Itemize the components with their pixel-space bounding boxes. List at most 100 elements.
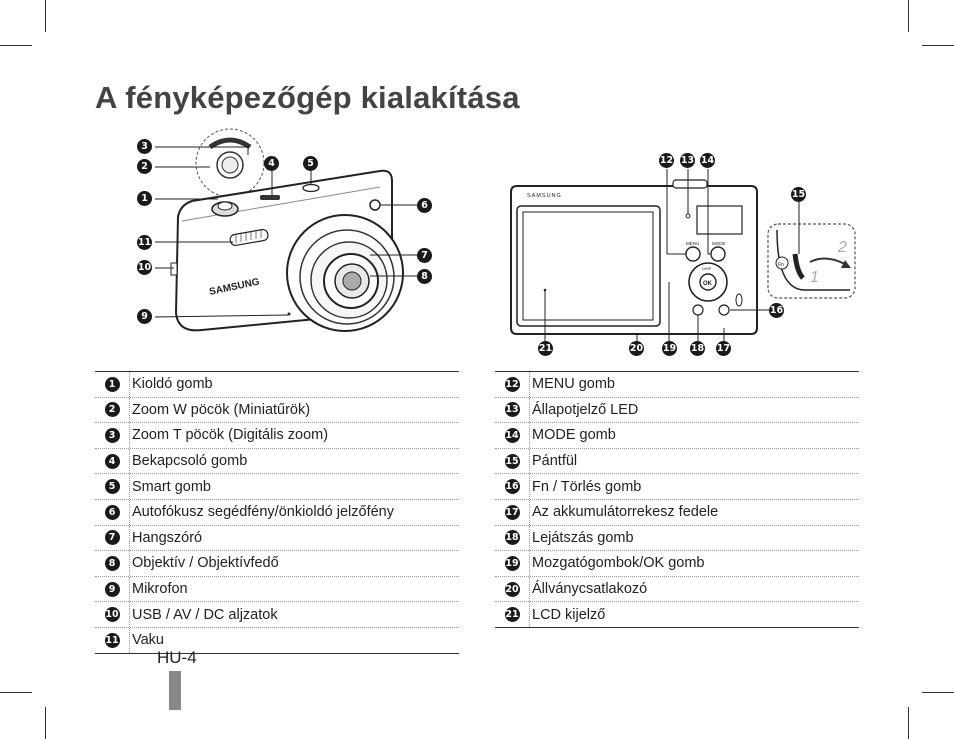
legend-label: Autofókusz segédfény/önkioldó jelzőfény <box>132 504 394 521</box>
callout-18: 18 <box>690 341 705 356</box>
status-led <box>685 213 691 219</box>
callout-20: 20 <box>629 341 644 356</box>
crop-mark <box>45 0 46 32</box>
crop-mark <box>0 692 32 693</box>
svg-text:1: 1 <box>810 269 819 286</box>
legend-label: Zoom T pöcök (Digitális zoom) <box>132 427 329 444</box>
callout-11: 11 <box>137 235 152 250</box>
legend-label: Objektív / Objektívfedő <box>132 555 279 572</box>
legend-row: 6 Autofókusz segédfény/önkioldó jelzőfény <box>95 499 459 526</box>
legend-number: 3 <box>104 427 120 443</box>
crop-mark <box>908 707 909 739</box>
legend-label: MODE gomb <box>532 427 616 444</box>
callout-21: 21 <box>538 341 553 356</box>
playback-button <box>692 304 704 316</box>
page-number: HU-4 <box>157 648 197 667</box>
usb-port <box>170 262 178 276</box>
legend-number: 19 <box>504 555 520 571</box>
callout-17: 17 <box>716 341 731 356</box>
camera-back-illustration: SAMSUNG MENU MODE OK DISP Fn 2 1 <box>510 169 856 342</box>
legend-number: 7 <box>104 530 120 546</box>
svg-text:MODE: MODE <box>712 241 726 246</box>
legend-number: 20 <box>504 581 520 597</box>
crop-mark <box>922 45 954 46</box>
svg-text:2: 2 <box>837 239 847 256</box>
legend-number: 2 <box>104 402 120 418</box>
legend-row: 8 Objektív / Objektívfedő <box>95 551 459 577</box>
legend-label: Fn / Törlés gomb <box>532 478 642 495</box>
legend-number: 9 <box>104 581 120 597</box>
legend-row: 3 Zoom T pöcök (Digitális zoom) <box>95 423 459 449</box>
flash <box>229 228 269 247</box>
legend-number: 5 <box>104 479 120 495</box>
camera-front-illustration: SAMSUNG <box>154 128 417 332</box>
legend-label: USB / AV / DC aljzatok <box>132 606 278 623</box>
callout-10: 10 <box>137 260 152 275</box>
callout-14: 14 <box>700 153 715 168</box>
legend-label: Mikrofon <box>132 581 188 598</box>
microphone <box>287 312 291 316</box>
legend-row: 13 Állapotjelző LED <box>495 397 859 424</box>
legend-row: 19 Mozgatógombok/OK gomb <box>495 551 859 577</box>
ok-button <box>699 273 717 291</box>
menu-button <box>685 246 701 262</box>
crop-mark <box>922 692 954 693</box>
legend-number: 1 <box>104 376 120 392</box>
legend-row: 1 Kioldó gomb <box>95 372 459 398</box>
legend-label: Vaku <box>132 632 164 649</box>
legend-label: Mozgatógombok/OK gomb <box>532 555 705 572</box>
svg-text:DISP: DISP <box>702 266 712 271</box>
legend-label: Kioldó gomb <box>132 376 213 393</box>
legend-number: 6 <box>104 504 120 520</box>
callout-15: 15 <box>791 187 806 202</box>
page-title: A fényképezőgép kialakítása <box>95 80 520 115</box>
legend-label: LCD kijelző <box>532 606 606 623</box>
crop-mark <box>45 707 46 739</box>
legend-number: 12 <box>504 376 520 392</box>
legend-label: Lejátszás gomb <box>532 529 634 546</box>
crop-mark <box>908 0 909 32</box>
callout-12: 12 <box>659 153 674 168</box>
legend-label: Pántfül <box>532 453 578 470</box>
legend-row: 17 Az akkumulátorrekesz fedele <box>495 499 859 526</box>
legend-number: 16 <box>504 479 520 495</box>
legend-number: 8 <box>104 555 120 571</box>
callout-16: 16 <box>769 303 784 318</box>
smart-button <box>302 183 320 193</box>
legend-number: 17 <box>504 504 520 520</box>
legend-number: 14 <box>504 427 520 443</box>
callout-6: 6 <box>417 198 432 213</box>
callout-1: 1 <box>137 191 152 206</box>
svg-text:SAMSUNG: SAMSUNG <box>527 193 562 199</box>
callout-2: 2 <box>137 159 152 174</box>
callout-5: 5 <box>303 156 318 171</box>
legend-row: 2 Zoom W pöcök (Miniatűrök) <box>95 397 459 424</box>
legend-number: 11 <box>104 632 120 648</box>
legend-label: Az akkumulátorrekesz fedele <box>532 504 719 521</box>
legend-label: Hangszóró <box>132 529 203 546</box>
fn-button <box>718 304 730 316</box>
legend-number: 13 <box>504 402 520 418</box>
callout-19: 19 <box>662 341 677 356</box>
mode-button <box>710 246 726 262</box>
legend-label: Állapotjelző LED <box>532 401 639 418</box>
callout-13: 13 <box>680 153 695 168</box>
page-tab-marker <box>169 671 181 710</box>
af-assist-lamp <box>369 199 381 211</box>
legend-number: 10 <box>104 607 120 623</box>
legend-row: 11 Vaku <box>95 627 459 653</box>
svg-text:OK: OK <box>703 281 713 287</box>
power-button <box>260 195 280 200</box>
legend-number: 15 <box>504 453 520 469</box>
legend-row: 10 USB / AV / DC aljzatok <box>95 602 459 628</box>
legend-label: Állványcsatlakozó <box>532 581 648 598</box>
legend-number: 4 <box>104 453 120 469</box>
svg-text:MENU: MENU <box>686 241 699 246</box>
legend-label: Zoom W pöcök (Miniatűrök) <box>132 401 311 418</box>
